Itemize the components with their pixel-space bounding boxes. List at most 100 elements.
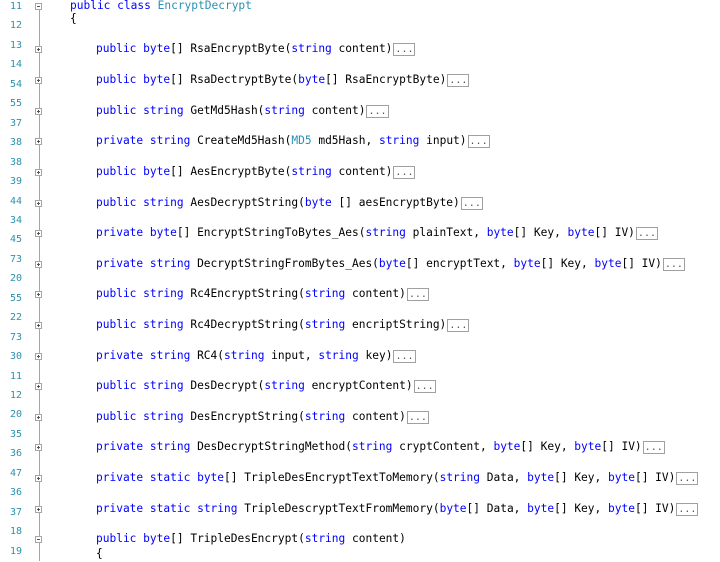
code-token: content)	[345, 287, 406, 300]
code-token: CreateMd5Hash(	[190, 134, 292, 147]
expand-icon[interactable]	[35, 77, 42, 84]
expand-icon[interactable]	[35, 506, 42, 513]
line-number: 36	[9, 448, 22, 460]
line-number: 37	[9, 117, 22, 129]
method-signature[interactable]: private string DecryptStringFromBytes_Ae…	[96, 256, 685, 272]
keyword-token: public	[96, 73, 137, 86]
method-signature[interactable]: private string CreateMd5Hash(MD5 md5Hash…	[96, 133, 490, 149]
keyword-token: string	[264, 379, 305, 392]
keyword-token: private	[96, 257, 144, 270]
code-token: Rc4DecryptString(	[183, 318, 305, 331]
method-signature[interactable]: public string Rc4DecryptString(string en…	[96, 317, 470, 333]
collapsed-region-button[interactable]: ...	[393, 349, 416, 363]
line-number: 44	[9, 195, 22, 207]
expand-icon[interactable]	[35, 200, 42, 207]
collapsed-region-button[interactable]: ...	[393, 42, 416, 56]
method-signature[interactable]: public byte[] RsaDectryptByte(byte[] Rsa…	[96, 72, 470, 88]
collapsed-region-button[interactable]: ...	[460, 196, 483, 210]
collapsed-region-button[interactable]: ...	[447, 73, 470, 87]
code-token: [] EncryptStringToBytes_Aes(	[176, 226, 366, 239]
keyword-token: public	[96, 532, 137, 545]
expand-icon[interactable]	[35, 261, 42, 268]
keyword-token: string	[304, 287, 346, 300]
keyword-token: byte	[486, 226, 514, 239]
code-token: [] Key,	[513, 226, 568, 239]
class-declaration[interactable]: public class EncryptDecrypt	[70, 0, 252, 14]
keyword-token: private	[96, 349, 144, 362]
method-signature[interactable]: public string Rc4EncryptString(string co…	[96, 286, 429, 302]
line-number: 19	[9, 545, 22, 557]
method-signature[interactable]: public byte[] AesEncryptByte(string cont…	[96, 164, 416, 180]
collapsed-region-button[interactable]: ...	[676, 502, 699, 516]
collapsed-region-button[interactable]: ...	[642, 440, 665, 454]
collapsed-region-button[interactable]: ...	[662, 257, 685, 271]
method-signature[interactable]: private string RC4(string input, string …	[96, 348, 416, 364]
keyword-token: byte	[513, 257, 541, 270]
keyword-token: byte	[527, 471, 555, 484]
collapsed-region-button[interactable]: ...	[635, 226, 658, 240]
method-signature[interactable]: public string DesDecrypt(string encryptC…	[96, 378, 436, 394]
keyword-token: public	[96, 379, 137, 392]
keyword-token: byte	[608, 502, 635, 515]
collapsed-region-button[interactable]: ...	[393, 165, 416, 179]
collapsed-region-button[interactable]: ...	[447, 318, 470, 332]
expand-icon[interactable]	[35, 414, 42, 421]
collapsed-region-button[interactable]: ...	[406, 410, 429, 424]
code-token	[151, 0, 158, 12]
code-token: [] Key,	[520, 440, 575, 453]
method-signature[interactable]: public string DesEncryptString(string co…	[96, 409, 429, 425]
collapsed-region-button[interactable]: ...	[406, 287, 429, 301]
type-token: EncryptDecrypt	[157, 0, 252, 12]
line-number: 73	[9, 331, 22, 343]
expand-icon[interactable]	[35, 138, 42, 145]
line-number: 47	[9, 467, 22, 479]
expand-icon[interactable]	[35, 322, 42, 329]
method-signature[interactable]: private byte[] EncryptStringToBytes_Aes(…	[96, 225, 658, 241]
method-signature[interactable]: private static byte[] TripleDesEncryptTe…	[96, 470, 699, 486]
method-signature[interactable]: private string DesDecryptStringMethod(st…	[96, 439, 665, 455]
line-number: 34	[9, 214, 22, 226]
expand-icon[interactable]	[35, 108, 42, 115]
method-signature[interactable]: public byte[] RsaEncryptByte(string cont…	[96, 41, 416, 57]
expand-icon[interactable]	[35, 475, 42, 482]
collapse-icon[interactable]	[35, 3, 42, 10]
method-signature[interactable]: private static string TripleDescryptText…	[96, 501, 699, 517]
collapsed-region-button[interactable]: ...	[366, 104, 389, 118]
keyword-token: byte	[143, 42, 171, 55]
collapse-icon[interactable]	[35, 536, 42, 543]
code-token	[143, 257, 150, 270]
code-line[interactable]: public byte[] TripleDesEncrypt(string co…	[96, 531, 406, 547]
code-token: Data,	[480, 471, 528, 484]
expand-icon[interactable]	[35, 291, 42, 298]
method-signature[interactable]: public string GetMd5Hash(string content)…	[96, 103, 389, 119]
keyword-token: private	[96, 502, 144, 515]
expand-icon[interactable]	[35, 383, 42, 390]
line-number: 18	[9, 526, 22, 538]
expand-icon[interactable]	[35, 169, 42, 176]
keyword-token: public	[96, 42, 137, 55]
code-token: [] IV)	[634, 502, 676, 515]
keyword-token: string	[224, 349, 265, 362]
line-number: 22	[9, 312, 22, 324]
code-token: cryptContent,	[392, 440, 494, 453]
expand-icon[interactable]	[35, 46, 42, 53]
code-line[interactable]: {	[70, 11, 77, 27]
collapsed-region-button[interactable]: ...	[467, 134, 490, 148]
keyword-token: public	[96, 318, 137, 331]
expand-icon[interactable]	[35, 230, 42, 237]
expand-icon[interactable]	[35, 444, 42, 451]
type-token: MD5	[291, 134, 312, 147]
keyword-token: byte	[143, 532, 171, 545]
keyword-token: byte	[527, 502, 555, 515]
keyword-token: string	[143, 410, 184, 423]
code-line[interactable]: {	[96, 546, 103, 562]
expand-icon[interactable]	[35, 353, 42, 360]
collapsed-region-button[interactable]: ...	[413, 379, 436, 393]
collapsed-region-button[interactable]: ...	[676, 471, 699, 485]
method-signature[interactable]: public string AesDecryptString(byte [] a…	[96, 195, 483, 211]
keyword-token: private	[96, 134, 144, 147]
keyword-token: byte	[594, 257, 622, 270]
keyword-token: public	[96, 196, 137, 209]
line-number: 30	[9, 351, 22, 363]
